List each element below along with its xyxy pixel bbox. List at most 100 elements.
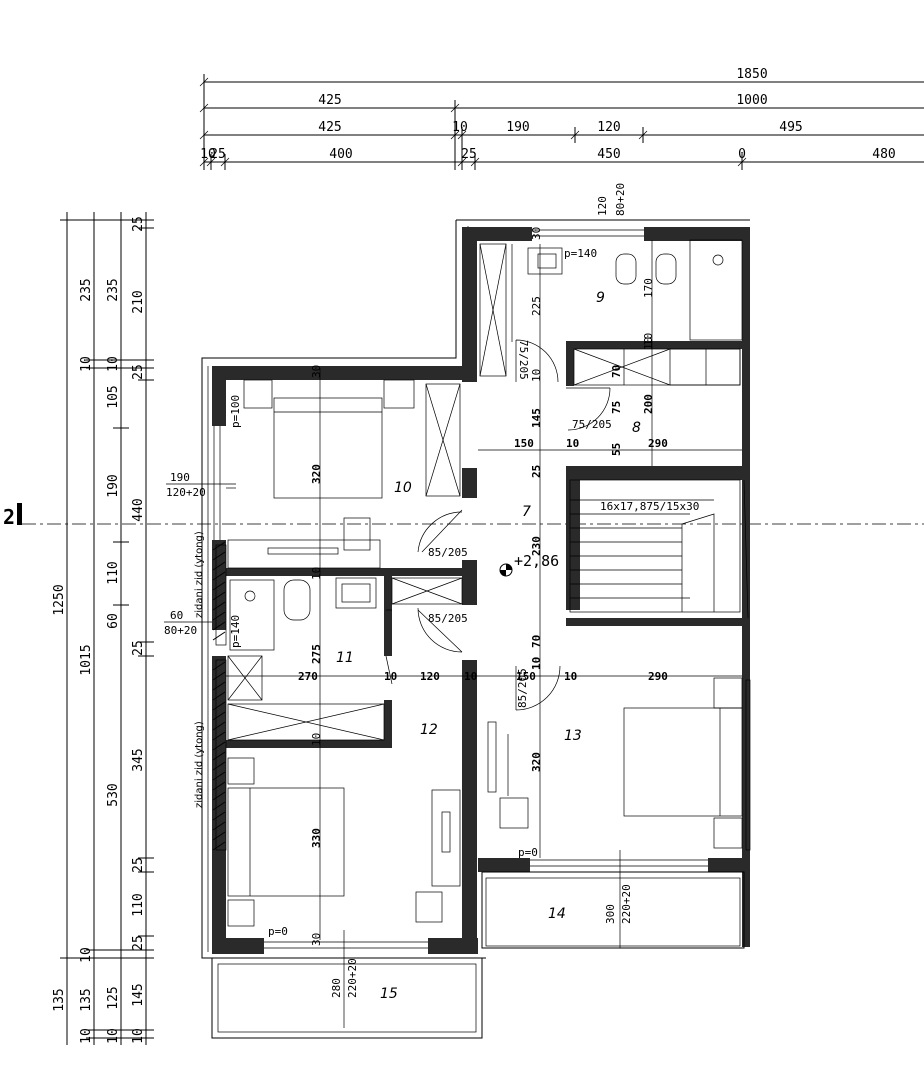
dim-top-r3-a: 425 [318, 120, 341, 135]
label-balcony14-300: 300 [604, 904, 617, 924]
dim-left-c3-g: 530 [106, 783, 121, 806]
idim-h290b: 290 [648, 670, 668, 683]
label-window-190: 190 [170, 471, 190, 484]
dim-left-c1-b: 135 [52, 988, 67, 1011]
dim-top-r4-g: 480 [872, 147, 895, 162]
label-window-80: 80+20 [164, 624, 197, 637]
idim-30b: 30 [310, 933, 323, 946]
idim-h270: 270 [298, 670, 318, 683]
elevation-label: +2,86 [514, 552, 559, 570]
room-11: 11 [336, 650, 354, 666]
dim-left-c4-e: 25 [131, 640, 146, 656]
idim-h10b: 10 [384, 670, 397, 683]
dim-left-c3-h: 125 [106, 986, 121, 1009]
dim-left-c3-c: 105 [106, 385, 121, 408]
label-balcony14-220: 220+20 [620, 884, 633, 924]
section-marker-label: 2 [3, 505, 15, 529]
label-p140-bath11: p=140 [229, 615, 242, 648]
dim-top-r3-e: 495 [779, 120, 802, 135]
idim-145: 145 [530, 408, 543, 428]
wall-note-lower: zidani zid (ytong) [194, 721, 205, 808]
room-9: 9 [596, 290, 605, 306]
idim-70a: 70 [530, 635, 543, 648]
dim-top-r4-d: 25 [461, 147, 477, 162]
idim-55: 55 [610, 443, 623, 456]
idim-h10d: 10 [564, 670, 577, 683]
dim-top-r3-c: 190 [506, 120, 529, 135]
idim-10d: 10 [310, 567, 323, 580]
dim-left-c4-j: 145 [131, 983, 146, 1006]
dim-left-c3-i: 10 [106, 1028, 121, 1044]
label-door-85-room11: 85/205 [428, 612, 468, 625]
dim-left-c2-f: 10 [79, 1028, 94, 1044]
label-p0-room13: p=0 [518, 846, 538, 859]
dim-left-c4-i: 25 [131, 935, 146, 951]
dim-left-c2-a: 235 [79, 278, 94, 301]
idim-10b: 10 [642, 337, 655, 350]
dim-top-r4-b: 25 [210, 147, 226, 162]
axis-lines [226, 240, 742, 1028]
idim-70b: 70 [610, 365, 623, 378]
inner-dimensions: 225 170 10 10 145 25 30 230 70 10 70 75 … [298, 227, 668, 946]
idim-230: 230 [530, 536, 543, 556]
balconies [211, 871, 745, 1039]
dim-left-c2-d: 10 [79, 947, 94, 963]
dim-top-r4-c: 400 [329, 147, 352, 162]
dim-left-total: 1250 [52, 584, 67, 615]
idim-h120: 120 [420, 670, 440, 683]
room-15: 15 [380, 986, 398, 1002]
label-top-window-120: 120 [596, 196, 609, 216]
idim-30a: 30 [310, 365, 323, 378]
idim-10f: 10 [642, 333, 655, 346]
label-window-60: 60 [170, 609, 183, 622]
idim-h150: 150 [514, 437, 534, 450]
dim-left-c3-e: 110 [106, 561, 121, 584]
doors [385, 339, 611, 711]
dim-top-r4-a: 10 [200, 147, 216, 162]
idim-10c: 10 [530, 657, 543, 670]
idim-10a: 10 [530, 369, 543, 382]
annotations: p=140 p=100 p=140 p=0 p=0 75/205 75/205 … [164, 183, 633, 998]
furniture [227, 239, 751, 927]
room-12: 12 [420, 722, 438, 738]
label-door-85-room13: 85/205 [516, 668, 529, 708]
idim-h10c: 10 [464, 670, 477, 683]
top-dimension-chains: 1850 425 1000 425 10 190 120 495 10 25 4… [199, 67, 924, 170]
idim-320a: 320 [310, 464, 323, 484]
room-10: 10 [394, 480, 412, 496]
dim-left-c4-c: 25 [131, 364, 146, 380]
room-labels: 7 8 9 10 11 12 13 14 15 [336, 290, 641, 1002]
label-door-85-room10: 85/205 [428, 546, 468, 559]
dim-left-c3-f: 60 [106, 613, 121, 629]
dim-left-c2-b: 10 [79, 356, 94, 372]
walls [201, 219, 750, 959]
room-14: 14 [548, 906, 566, 922]
label-window-120: 120+20 [166, 486, 206, 499]
idim-30c: 30 [530, 227, 543, 240]
dim-top-r3-d: 120 [597, 120, 620, 135]
idim-10e: 10 [310, 733, 323, 746]
dim-top-r3-b: 10 [452, 120, 468, 135]
section-marker: 2 [3, 503, 924, 529]
idim-h10a: 10 [566, 437, 579, 450]
elevation-marker: +2,86 [499, 552, 559, 577]
label-p100: p=100 [229, 395, 242, 428]
idim-75: 75 [610, 401, 623, 414]
dim-top-r4-e: 450 [597, 147, 620, 162]
dim-left-c3-d: 190 [106, 474, 121, 497]
idim-h290a: 290 [648, 437, 668, 450]
label-balcony15-280: 280 [330, 978, 343, 998]
dim-left-c4-g: 25 [131, 857, 146, 873]
dim-top-r4-f: 0 [738, 147, 746, 162]
dim-left-c3-a: 235 [106, 278, 121, 301]
room-8: 8 [632, 420, 641, 436]
idim-320b: 320 [530, 752, 543, 772]
idim-200: 200 [642, 394, 655, 414]
label-door-75-corridor: 75/205 [517, 340, 530, 380]
idim-170: 170 [642, 278, 655, 298]
room-13: 13 [564, 728, 582, 744]
label-door-75-room8: 75/205 [572, 418, 612, 431]
dim-left-c4-b: 210 [131, 290, 146, 313]
idim-225: 225 [530, 296, 543, 316]
